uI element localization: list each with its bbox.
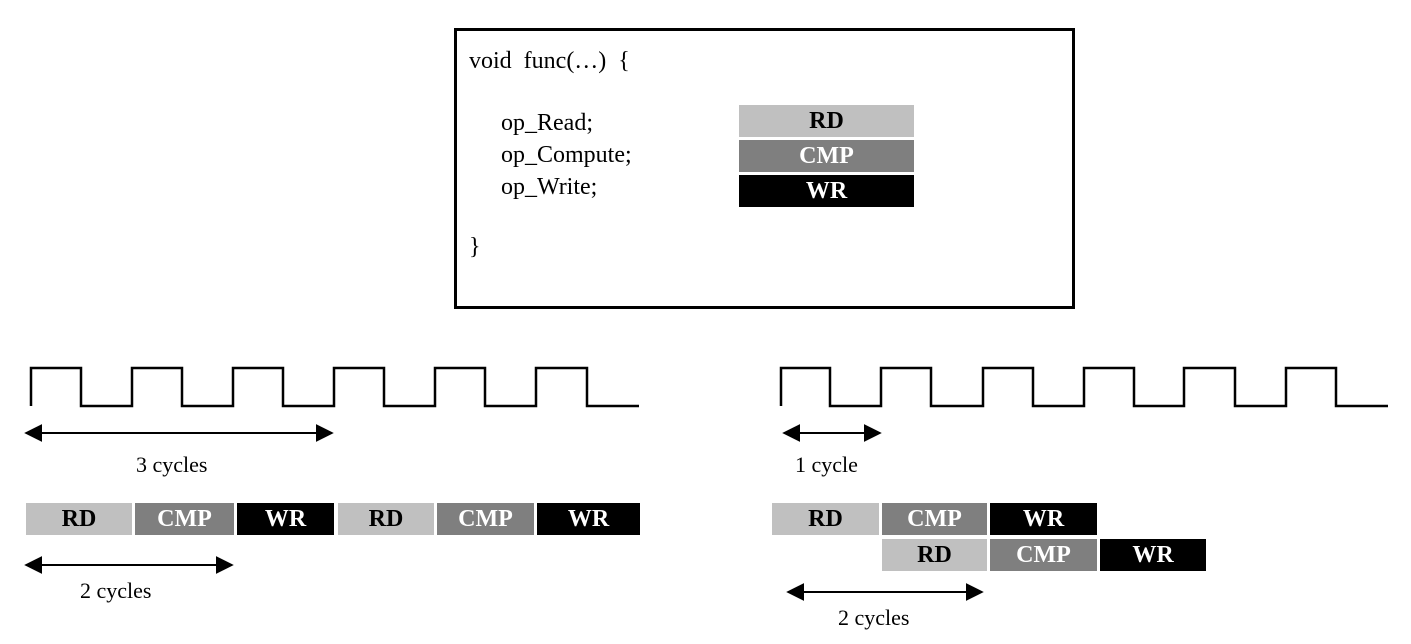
code-box: void func(…) { op_Read; op_Compute; op_W… xyxy=(454,28,1075,309)
code-stage-rd: RD xyxy=(739,105,914,137)
right-period-label: 1 cycle xyxy=(795,452,858,477)
seq-stage-wr-1: WR xyxy=(237,503,334,535)
pipe-row1-cmp: CMP xyxy=(882,503,987,535)
pipe-row1-wr: WR xyxy=(990,503,1097,535)
seq-stage-wr-2: WR xyxy=(537,503,640,535)
seq-stage-cmp-1: CMP xyxy=(135,503,234,535)
seq-stage-rd-2: RD xyxy=(338,503,434,535)
right-clock-waveform xyxy=(779,366,1388,408)
left-clock-waveform xyxy=(29,366,639,408)
function-closing-brace: } xyxy=(469,234,481,260)
left-period-label: 3 cycles xyxy=(136,452,208,477)
code-stage-wr: WR xyxy=(739,175,914,207)
code-stage-cmp: CMP xyxy=(739,140,914,172)
code-line-compute: op_Compute; xyxy=(501,142,632,168)
code-line-write: op_Write; xyxy=(501,174,598,200)
pipe-row2-rd: RD xyxy=(882,539,987,571)
left-latency-label: 2 cycles xyxy=(80,578,152,603)
pipe-row2-cmp: CMP xyxy=(990,539,1097,571)
pipe-row2-wr: WR xyxy=(1100,539,1206,571)
right-latency-label: 2 cycles xyxy=(838,605,910,630)
pipe-row1-rd: RD xyxy=(772,503,879,535)
seq-stage-rd-1: RD xyxy=(26,503,132,535)
function-signature: void func(…) { xyxy=(469,48,630,74)
seq-stage-cmp-2: CMP xyxy=(437,503,534,535)
code-line-read: op_Read; xyxy=(501,110,593,136)
